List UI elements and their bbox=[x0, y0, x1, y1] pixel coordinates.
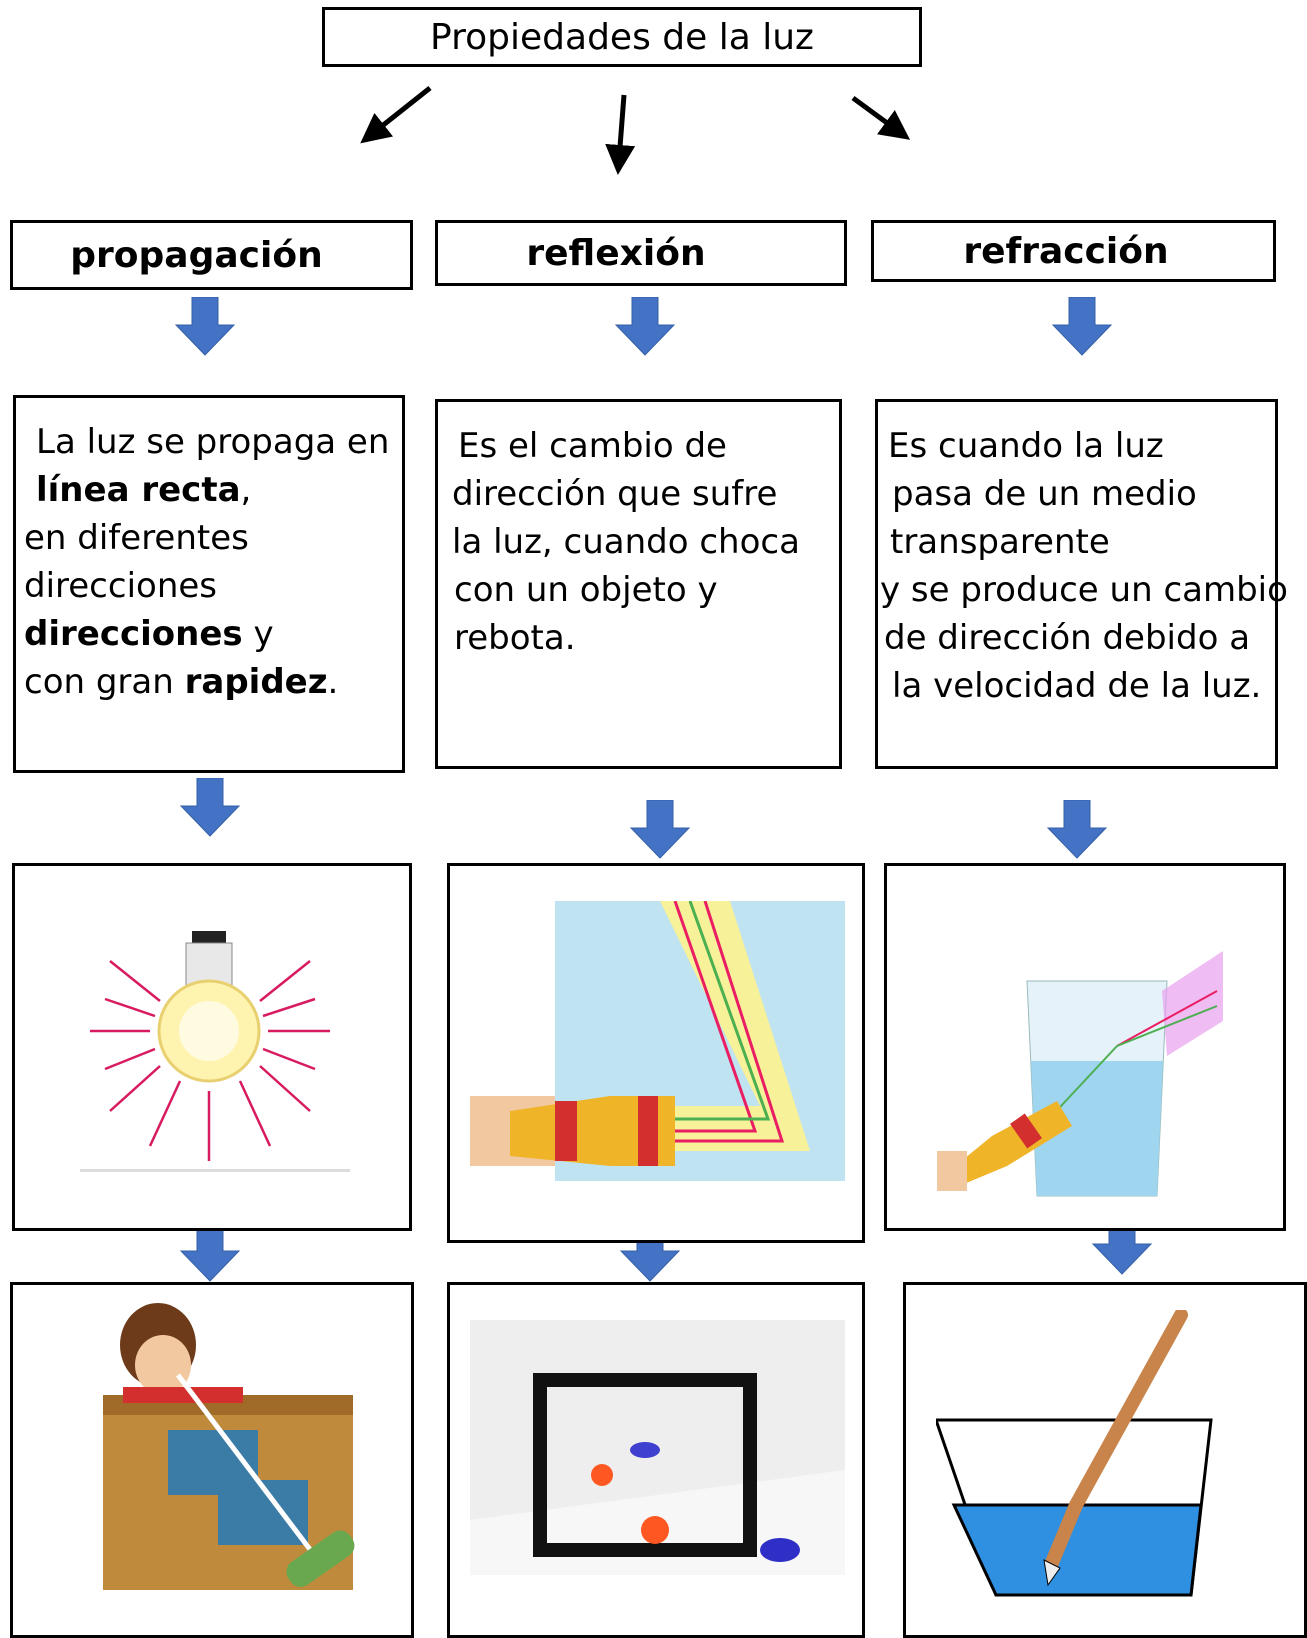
text-segment: en diferentes bbox=[24, 518, 249, 558]
title-box: Propiedades de la luz bbox=[322, 7, 922, 67]
girl-cards-straight-line-image bbox=[103, 1303, 355, 1590]
description-line: pasa de un medio bbox=[892, 470, 1197, 518]
text-segment: y bbox=[242, 614, 274, 654]
blue-down-arrow bbox=[179, 778, 241, 837]
blue-down-arrow bbox=[614, 297, 676, 356]
picture-box-refraccion bbox=[884, 863, 1286, 1231]
description-line: la velocidad de la luz. bbox=[892, 662, 1261, 710]
description-line: La luz se propaga en bbox=[36, 418, 389, 466]
text-segment: La luz se propaga en bbox=[36, 422, 390, 462]
description-line: direcciones y bbox=[24, 610, 274, 658]
description-line: en diferentes bbox=[24, 514, 249, 562]
pencil-in-water-image bbox=[936, 1310, 1213, 1597]
flashlight-mirror-reflection-image bbox=[470, 901, 845, 1181]
heading-reflexion-label: reflexión bbox=[526, 232, 706, 274]
flashlight-glass-refraction-image bbox=[937, 951, 1223, 1197]
blue-down-arrow bbox=[1046, 800, 1108, 859]
description-line: la luz, cuando choca bbox=[452, 518, 800, 566]
picture-box-reflexion-2 bbox=[447, 1282, 865, 1638]
heading-propagacion: propagación bbox=[10, 220, 413, 290]
description-line: con gran rapidez. bbox=[24, 658, 338, 706]
heading-refraccion: refracción bbox=[871, 220, 1276, 282]
picture-box-propagacion bbox=[12, 863, 412, 1231]
description-line: dirección que sufre bbox=[452, 470, 777, 518]
blue-down-arrow bbox=[629, 800, 691, 859]
light-bulb-rays-image bbox=[80, 931, 350, 1172]
text-segment: , bbox=[240, 470, 252, 510]
text-segment: y se produce un cambio bbox=[880, 570, 1288, 610]
description-line: rebota. bbox=[454, 614, 576, 662]
text-segment: la luz, cuando choca bbox=[452, 522, 800, 562]
text-segment: . bbox=[327, 662, 339, 702]
bold-term: direcciones bbox=[24, 614, 243, 654]
description-line: línea recta, bbox=[36, 466, 251, 514]
text-segment: Es cuando la luz bbox=[888, 426, 1164, 466]
blue-down-arrow bbox=[1051, 297, 1113, 356]
description-line: Es el cambio de bbox=[458, 422, 727, 470]
heading-propagacion-label: propagación bbox=[70, 234, 323, 276]
text-segment: rebota. bbox=[454, 618, 576, 658]
text-segment: transparente bbox=[890, 522, 1110, 562]
description-reflexion: Es el cambio de dirección que sufre la luz… bbox=[435, 399, 842, 769]
text-segment: pasa de un medio bbox=[892, 474, 1197, 514]
text-segment: con un objeto y bbox=[454, 570, 718, 610]
text-segment: la velocidad de la luz. bbox=[892, 666, 1262, 706]
text-segment: Es el cambio de bbox=[458, 426, 727, 466]
blue-down-arrow bbox=[174, 297, 236, 356]
heading-reflexion: reflexión bbox=[435, 220, 847, 286]
title-arrows bbox=[360, 86, 911, 175]
text-segment: direcciones bbox=[24, 566, 217, 606]
blue-down-arrow bbox=[179, 1223, 241, 1282]
bold-term: rapidez bbox=[184, 662, 328, 702]
bold-term: línea recta bbox=[36, 470, 241, 510]
description-line: con un objeto y bbox=[454, 566, 718, 614]
description-line: y se produce un cambio bbox=[880, 566, 1288, 614]
text-segment: con gran bbox=[24, 662, 185, 702]
heading-refraccion-label: refracción bbox=[963, 230, 1169, 272]
description-line: Es cuando la luz bbox=[888, 422, 1164, 470]
description-line: de dirección debido a bbox=[884, 614, 1250, 662]
text-segment: dirección que sufre bbox=[452, 474, 778, 514]
arrow-middle bbox=[605, 94, 636, 175]
arrow-right bbox=[851, 95, 911, 140]
picture-box-propagacion-2 bbox=[10, 1282, 414, 1638]
text-segment: de dirección debido a bbox=[884, 618, 1251, 658]
description-line: direcciones bbox=[24, 562, 217, 610]
description-line: transparente bbox=[890, 518, 1110, 566]
picture-box-reflexion bbox=[447, 863, 865, 1243]
description-refraccion: Es cuando la luz pasa de un medio transpar… bbox=[875, 399, 1288, 769]
diagram-title: Propiedades de la luz bbox=[430, 16, 814, 58]
picture-box-refraccion-2 bbox=[903, 1282, 1307, 1638]
mirror-balls-reflection-image bbox=[470, 1320, 845, 1575]
arrow-left bbox=[360, 86, 432, 144]
